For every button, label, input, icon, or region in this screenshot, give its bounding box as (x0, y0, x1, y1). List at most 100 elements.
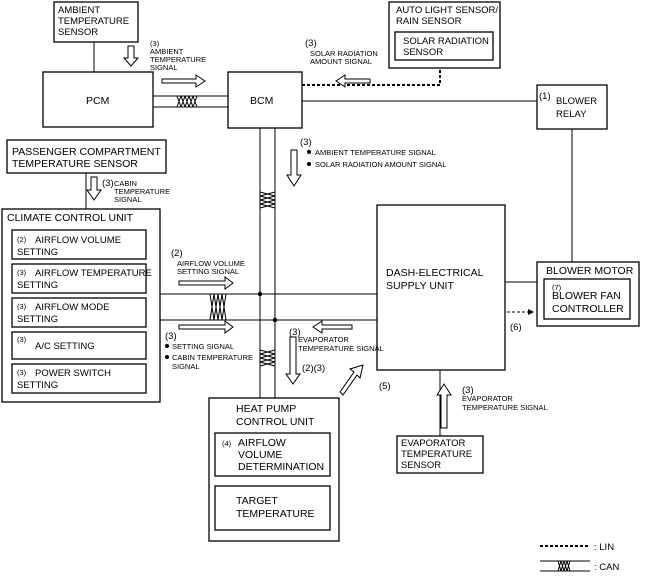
item-num: (3) (17, 368, 27, 377)
heat-pump-line1: HEAT PUMP (236, 403, 296, 415)
climate-item-airflow-mode: (3) AIRFLOW MODE SETTING (11, 297, 147, 328)
arrow-setting (178, 320, 234, 334)
item-num: (3) (17, 335, 27, 344)
auto-light-rain-sensor: AUTO LIGHT SENSOR/ RAIN SENSOR SOLAR RAD… (388, 1, 501, 69)
bcm-down-item2: SOLAR RADIATION AMOUNT SIGNAL (315, 160, 446, 169)
item-num: (3) (17, 268, 27, 277)
can-twist-horizontal (209, 293, 227, 321)
heat-pump-line2: CONTROL UNIT (236, 416, 315, 428)
can-bus (153, 95, 377, 398)
heatpump-down-num: (2)(3) (302, 363, 325, 374)
blower-fan-num: (7) (552, 283, 562, 292)
auto-light-line2: RAIN SENSOR (396, 16, 462, 27)
climate-item-power-switch: (3) POWER SWITCH SETTING (11, 363, 147, 394)
num-5: (5) (379, 381, 391, 392)
heat-pump-control-unit: HEAT PUMP CONTROL UNIT (4) AIRFLOW VOLUM… (208, 397, 340, 542)
bcm-down-num: (3) (300, 137, 312, 148)
connection-lines (85, 42, 573, 436)
legend-can-label: : CAN (594, 562, 619, 573)
evap-right-l1: EVAPORATOR (462, 394, 513, 403)
num-6: (6) (510, 322, 522, 333)
dash-unit-line2: SUPPLY UNIT (386, 280, 454, 292)
item-line1: A/C SETTING (35, 341, 95, 352)
arrow-evap-left (312, 320, 353, 334)
climate-item-airflow-temperature: (3) AIRFLOW TEMPERATURE SETTING (11, 263, 152, 294)
climate-item-ac-setting: (3) A/C SETTING (11, 331, 147, 360)
item-line2: SETTING (17, 314, 58, 325)
dash-unit-line1: DASH-ELECTRICAL (386, 267, 484, 279)
ambient-temperature-sensor: AMBIENT TEMPERATURE SENSOR (53, 1, 139, 43)
airflow-det-line2: VOLUME (238, 449, 282, 461)
bcm-module: BCM (227, 71, 303, 129)
arrow-ambient-down (122, 45, 140, 67)
ambient-sensor-line1: AMBIENT (58, 5, 100, 16)
evap-sensor-line2: TEMPERATURE (401, 449, 472, 460)
solar-sensor-line2: SENSOR (403, 47, 443, 58)
lin-bcm-solar (302, 60, 441, 86)
ambient-signal-l1: AMBIENT (150, 47, 184, 56)
legend: : LIN : CAN (540, 542, 619, 573)
evap-mid-l2: TEMPERATURE SIGNAL (298, 344, 384, 353)
arrow-diagonal-5 (339, 364, 364, 396)
arrow-solar-bcm (335, 74, 371, 88)
airflow-det-num: (4) (222, 439, 232, 448)
cabin-signal-l1: CABIN (114, 179, 137, 188)
evap-mid-l1: EVAPORATOR (298, 335, 349, 344)
arrow-bcm-down (286, 149, 302, 187)
arrow-airflow-volume (178, 276, 234, 290)
can-twist-pcm-bcm (176, 95, 198, 108)
can-twist-vertical-top (259, 191, 276, 209)
ambient-sensor-line2: TEMPERATURE (58, 16, 129, 27)
auto-light-line1: AUTO LIGHT SENSOR/ (396, 5, 498, 16)
blower-relay-num: (1) (539, 91, 551, 102)
dash-electrical-supply-unit: DASH-ELECTRICAL SUPPLY UNIT (376, 204, 506, 371)
arrow-pcm-bcm (161, 74, 206, 88)
blower-relay-line1: BLOWER (556, 96, 597, 107)
item-line1: POWER SWITCH (35, 368, 111, 379)
climate-unit-title: CLIMATE CONTROL UNIT (7, 212, 134, 224)
item-num: (2) (17, 235, 27, 244)
legend-can-twist (557, 560, 571, 572)
passenger-sensor-line2: TEMPERATURE SENSOR (12, 158, 138, 170)
evap-sensor-line1: EVAPORATOR (401, 438, 466, 449)
cabin-signal-num: (3) (102, 178, 114, 189)
item-line1: AIRFLOW MODE (35, 302, 109, 313)
ambient-signal-l3: SIGNAL (150, 63, 178, 72)
item-line1: AIRFLOW TEMPERATURE (35, 268, 152, 279)
passenger-compartment-sensor: PASSENGER COMPARTMENT TEMPERATURE SENSOR (6, 139, 167, 174)
lin-arrowhead (528, 309, 534, 315)
setting-item2: CABIN TEMPERATURE (172, 353, 253, 362)
blower-motor-title: BLOWER MOTOR (546, 265, 634, 277)
ambient-signal-num: (3) (150, 39, 160, 48)
evap-mid-num: (3) (289, 327, 301, 338)
solar-signal-l1: SOLAR RADIATION (310, 49, 378, 58)
evap-sensor-line3: SENSOR (401, 460, 441, 471)
airflow-det-line1: AIRFLOW (238, 437, 286, 449)
signal-arrows (86, 45, 452, 429)
airflow-vol-signal-l2: SETTING SIGNAL (177, 267, 239, 276)
item-num: (3) (17, 302, 27, 311)
blower-motor: BLOWER MOTOR (7) BLOWER FAN CONTROLLER (536, 261, 640, 327)
legend-lin-label: : LIN (594, 542, 614, 553)
can-twist-vertical-bottom (259, 349, 276, 367)
solar-signal-l2: AMOUNT SIGNAL (310, 57, 372, 66)
cabin-signal-l2: TEMPERATURE (114, 187, 170, 196)
ambient-signal-l2: TEMPERATURE (150, 55, 206, 64)
cabin-signal-l3: SIGNAL (114, 195, 142, 204)
setting-item1: SETTING SIGNAL (172, 342, 234, 351)
airflow-vol-signal-l1: AIRFLOW VOLUME (177, 259, 245, 268)
signal-labels: (3) AMBIENT TEMPERATURE SIGNAL (3) SOLAR… (102, 38, 551, 412)
climate-control-unit: CLIMATE CONTROL UNIT (2) AIRFLOW VOLUME … (1, 208, 161, 403)
solar-sensor-line1: SOLAR RADIATION (403, 36, 489, 47)
setting-num: (3) (165, 331, 177, 342)
passenger-sensor-line1: PASSENGER COMPARTMENT (12, 146, 161, 158)
arrow-evap-up (436, 383, 452, 429)
pcm-label: PCM (86, 95, 109, 107)
item-line1: AIRFLOW VOLUME (35, 235, 121, 246)
blower-fan-line2: CONTROLLER (552, 303, 624, 315)
evaporator-temperature-sensor: EVAPORATOR TEMPERATURE SENSOR (396, 435, 484, 474)
arrow-heatpump-down (285, 336, 301, 385)
evap-right-l2: TEMPERATURE SIGNAL (462, 403, 548, 412)
pcm-module: PCM (42, 71, 154, 128)
